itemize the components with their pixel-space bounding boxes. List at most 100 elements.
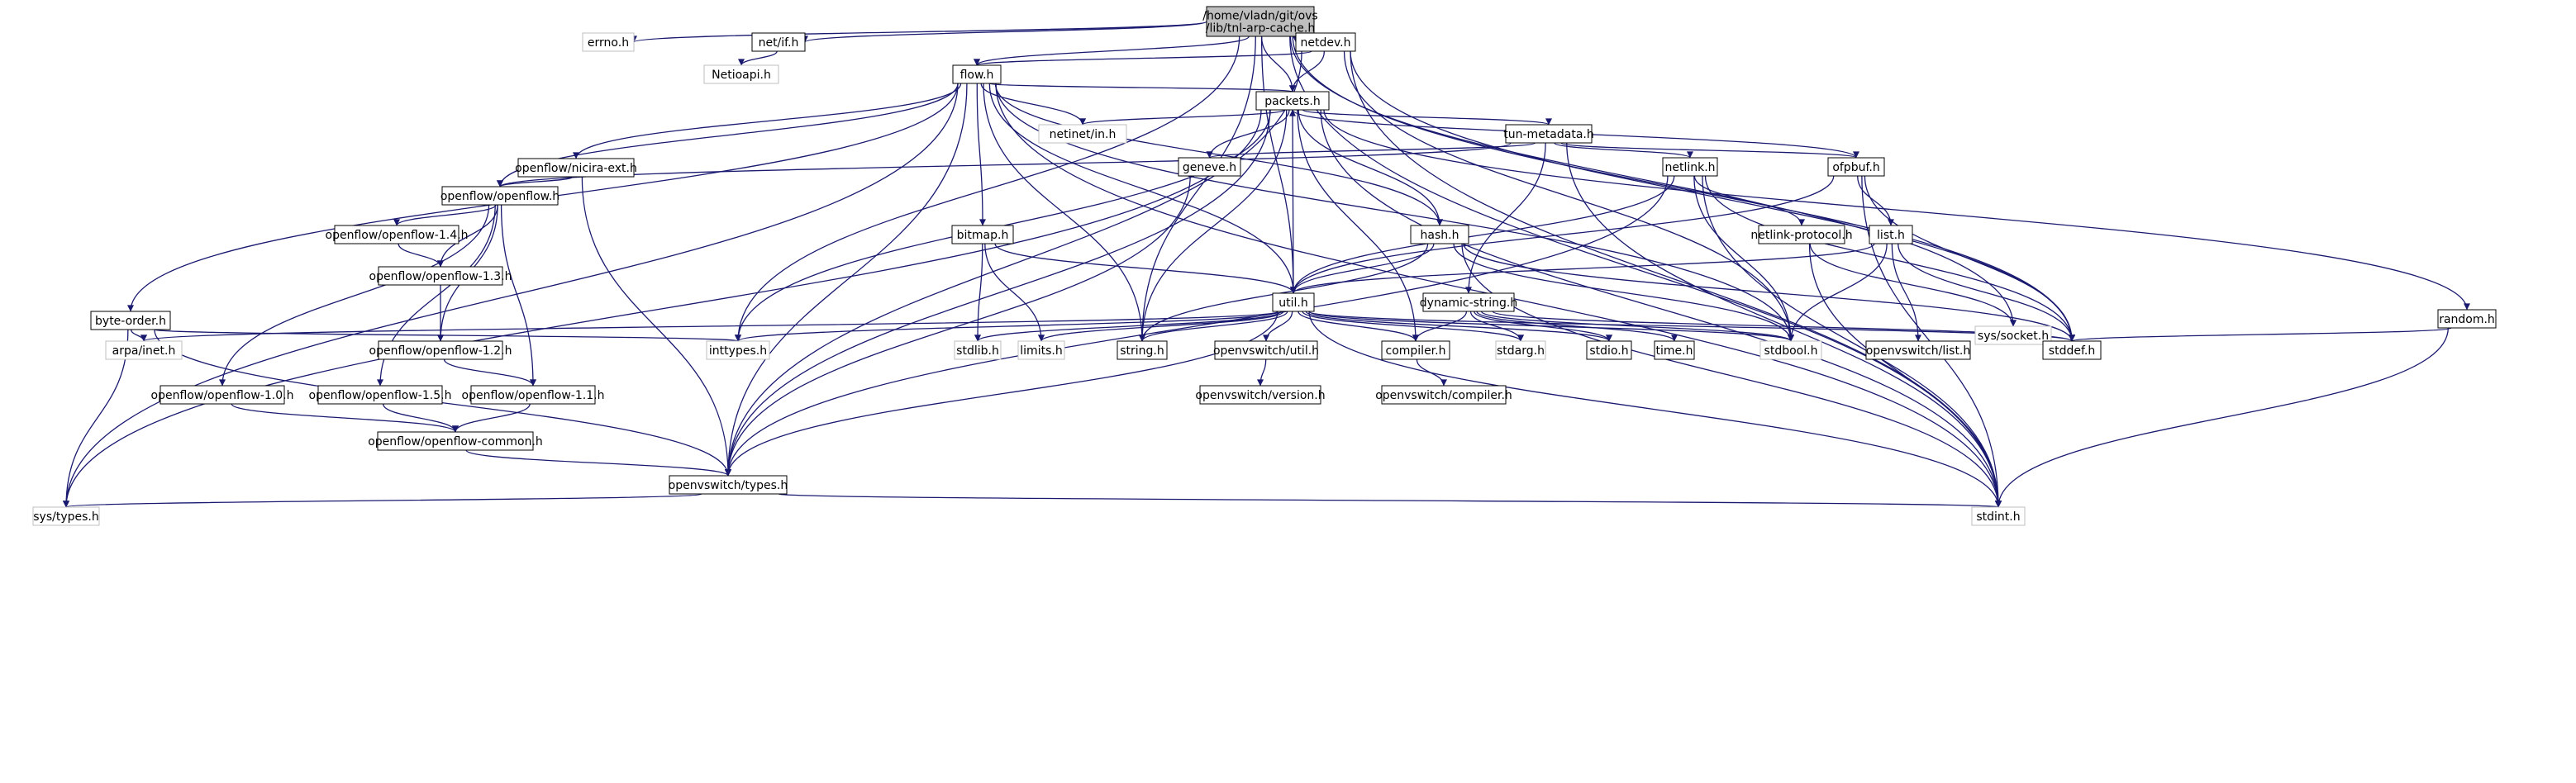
edge-openflow-to-of10 [219,204,490,387]
node-netif-label: net/if.h [759,36,799,50]
node-ovsutil[interactable]: openvswitch/util.h [1213,340,1319,360]
edge-tunmeta-to-netlink [1554,142,1693,159]
node-syssocket-label: sys/socket.h [1978,330,2049,343]
edge-random-to-stdint [1995,327,2449,508]
node-errno-box [582,32,635,52]
node-stddef[interactable]: stddef.h [2042,340,2102,360]
node-netdev[interactable]: netdev.h [1295,32,1356,52]
edge-util-to-arpa [140,311,1278,342]
edge-hash-to-string [1139,243,1429,342]
edge-ofpbuf-to-stddef [1864,175,2075,342]
edge-tunmeta-to-dynstr [1465,142,1546,294]
node-of14[interactable]: openflow/openflow-1.4.h [326,225,469,244]
node-random-box [2437,309,2497,329]
node-list[interactable]: list.h [1869,225,1913,244]
edge-netlink-to-stddef [1704,175,2075,342]
edge-byteorder-to-systypes [63,329,129,508]
node-byteorder[interactable]: byte-order.h [90,311,171,330]
edge-of10-to-ofcommon [231,403,459,433]
node-hash-box [1410,225,1469,244]
node-dynstr[interactable]: dynamic-string.h [1420,292,1517,312]
edge-dynstr-to-stdio [1474,311,1612,342]
edge-netlink-to-netlinkproto [1693,175,1805,226]
node-hash-label: hash.h [1421,229,1459,242]
edge-ovstypes-to-stdint [778,493,2001,508]
node-of11[interactable]: openflow/openflow-1.1.h [462,385,605,405]
node-random[interactable]: random.h [2437,309,2497,329]
node-netlinkproto[interactable]: netlink-protocol.h [1750,225,1853,244]
node-stdlib: stdlib.h [954,340,1002,360]
node-ovslist[interactable]: openvswitch/list.h [1865,340,1971,360]
node-ovsversion[interactable]: openvswitch/version.h [1195,385,1326,405]
edge-dynstr-to-stdbool [1480,311,1794,342]
node-of15[interactable]: openflow/openflow-1.5.h [309,385,452,405]
node-of12-label: openflow/openflow-1.2.h [369,344,512,358]
node-root[interactable]: /home/vladn/git/ovs/lib/tnl-arp-cache.h [1202,6,1318,37]
node-hash[interactable]: hash.h [1410,225,1469,244]
node-nicira[interactable]: openflow/nicira-ext.h [515,158,637,178]
node-stddef-label: stddef.h [2049,344,2095,358]
node-nicira-box [517,158,635,178]
node-geneve[interactable]: geneve.h [1178,157,1241,177]
edge-packets-to-ovstypes [725,109,1271,477]
node-flow-label: flow.h [960,69,994,82]
node-stdarg-box [1495,340,1546,360]
node-list-box [1869,225,1913,244]
node-string-label: string.h [1120,344,1164,358]
edge-openflow-to-of14 [393,204,497,226]
edge-byteorder-to-inttypes [154,329,741,342]
node-time[interactable]: time.h [1654,340,1695,360]
node-of12[interactable]: openflow/openflow-1.2.h [369,340,512,360]
node-netlink[interactable]: netlink.h [1662,157,1718,177]
node-limits-box [1017,340,1065,360]
edge-ofcommon-to-ovstypes [465,449,731,477]
edge-of11-to-ofcommon [452,403,531,433]
node-ovstypes[interactable]: openvswitch/types.h [669,475,788,495]
node-netif[interactable]: net/if.h [751,32,806,52]
node-compiler[interactable]: compiler.h [1381,340,1450,360]
node-openflow[interactable]: openflow/openflow.h [440,186,559,206]
edge-packets-to-hash [1298,109,1443,226]
node-compiler-box [1381,340,1450,360]
node-of11-label: openflow/openflow-1.1.h [462,389,605,402]
node-of13[interactable]: openflow/openflow-1.3.h [369,266,512,286]
node-string[interactable]: string.h [1117,340,1168,360]
edge-dynstr-to-compiler [1412,311,1468,342]
node-ofcommon[interactable]: openflow/openflow-common.h [368,431,543,451]
node-stdint-box [1971,506,2026,526]
edge-root-to-stdint [1289,36,2002,508]
node-ofpbuf[interactable]: ofpbuf.h [1827,157,1885,177]
node-netlinkproto-box [1758,225,1845,244]
node-flow[interactable]: flow.h [952,64,1002,84]
node-packets-label: packets.h [1264,95,1321,108]
node-netioapi-label: Netioapi.h [712,69,771,82]
edge-packets-to-netinet [1079,109,1285,126]
edge-util-to-compiler [1298,311,1419,342]
node-netlink-box [1662,157,1718,177]
node-netlinkproto-label: netlink-protocol.h [1750,229,1852,242]
node-bitmap[interactable]: bitmap.h [951,225,1014,244]
edge-byteorder-to-arpa [130,329,147,342]
node-tunmeta[interactable]: tun-metadata.h [1503,124,1594,144]
node-systypes-box [32,506,100,526]
node-of10-label: openflow/openflow-1.0.h [151,389,294,402]
node-errno-label: errno.h [588,36,629,50]
node-bitmap-label: bitmap.h [957,229,1009,242]
node-limits-label: limits.h [1020,344,1062,358]
edge-root-to-errno [631,21,1207,43]
edge-of15-to-ofcommon [382,403,459,433]
edge-hash-to-util [1290,243,1435,294]
node-stdio[interactable]: stdio.h [1586,340,1632,360]
node-stdint: stdint.h [1971,506,2026,526]
edge-netdev-to-flow [974,50,1312,66]
edge-packets-to-random [1323,109,2470,311]
node-stdbool-label: stdbool.h [1764,344,1818,358]
node-of10[interactable]: openflow/openflow-1.0.h [151,385,294,405]
node-util[interactable]: util.h [1272,292,1315,312]
node-ofpbuf-box [1827,157,1885,177]
node-random-label: random.h [2439,313,2495,326]
edge-root-to-flow [974,36,1250,66]
node-ovscompiler[interactable]: openvswitch/compiler.h [1375,385,1512,405]
edge-netdev-to-stdbool [1343,50,1794,342]
node-packets[interactable]: packets.h [1255,91,1330,111]
